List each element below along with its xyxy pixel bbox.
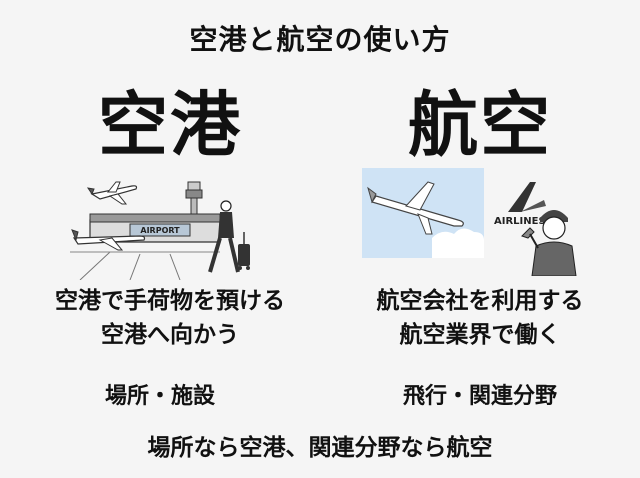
plane-flying-icon <box>86 181 138 205</box>
airport-sign: AIRPORT <box>140 226 180 235</box>
airliner-icon <box>367 181 464 235</box>
control-tower-icon <box>185 181 203 229</box>
airport-example-2: 空港へ向かう <box>101 322 239 348</box>
page-title: 空港と航空の使い方 <box>189 23 451 56</box>
mechanic-icon <box>521 210 577 276</box>
aviation-usage-examples: 航空会社を利用する 航空業界で働く <box>330 284 630 352</box>
traveler-icon <box>208 200 250 273</box>
aviation-heading: 航空 <box>408 84 552 166</box>
aviation-example-1: 航空会社を利用する <box>376 288 584 314</box>
aviation-example-2: 航空業界で働く <box>399 322 561 348</box>
airport-illustration: AIRPORT <box>70 181 250 280</box>
airport-example-1: 空港で手荷物を預ける <box>55 288 285 314</box>
airline-logo-text: AIRLINES <box>494 216 546 227</box>
airport-usage-examples: 空港で手荷物を預ける 空港へ向かう <box>20 284 320 352</box>
sky-plane-illustration <box>362 168 484 258</box>
airline-logo: AIRLINES <box>494 182 546 227</box>
parked-plane-icon <box>71 229 146 251</box>
airport-heading: 空港 <box>98 84 242 166</box>
airport-category: 場所・施設 <box>104 384 215 409</box>
summary-line: 場所なら空港、関連分野なら航空 <box>147 435 493 461</box>
aviation-category: 飛行・関連分野 <box>402 384 557 409</box>
